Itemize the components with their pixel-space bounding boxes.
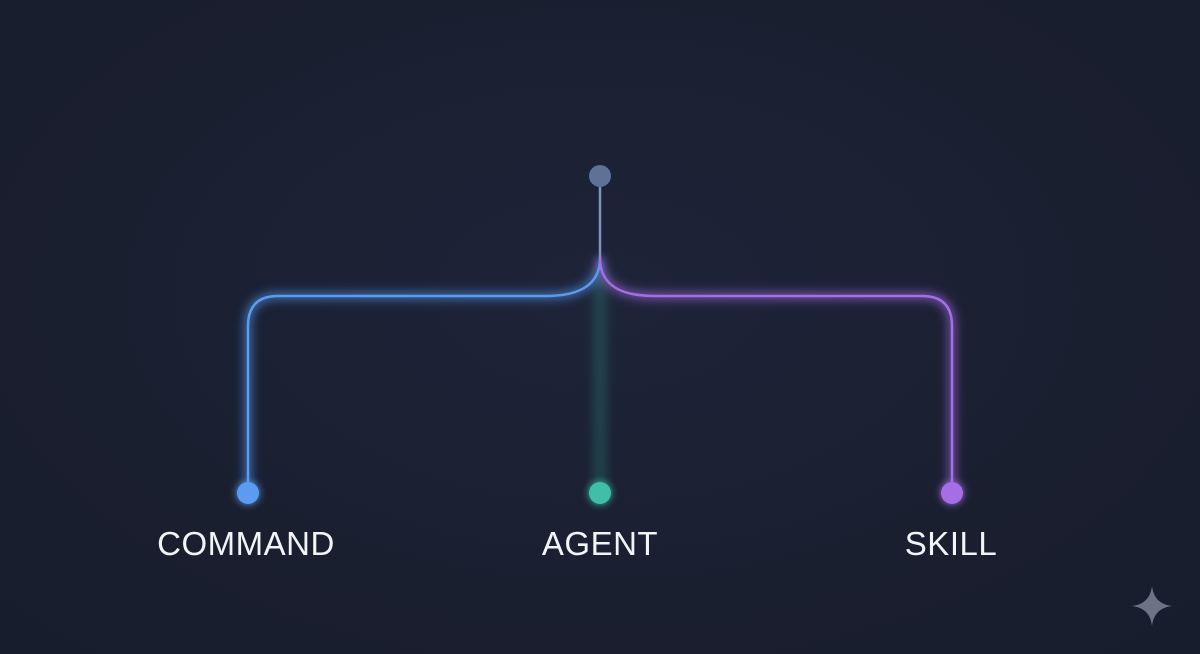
skill-node (941, 482, 963, 504)
edge-skill (598, 257, 954, 492)
agent-label: AGENT (541, 525, 659, 562)
sparkle-icon (1132, 586, 1172, 626)
command-node (237, 482, 259, 504)
root-node (589, 165, 611, 187)
agent-node (589, 482, 611, 504)
edge-command (246, 257, 602, 492)
skill-label: SKILL (904, 525, 998, 562)
command-label: COMMAND (157, 525, 335, 562)
